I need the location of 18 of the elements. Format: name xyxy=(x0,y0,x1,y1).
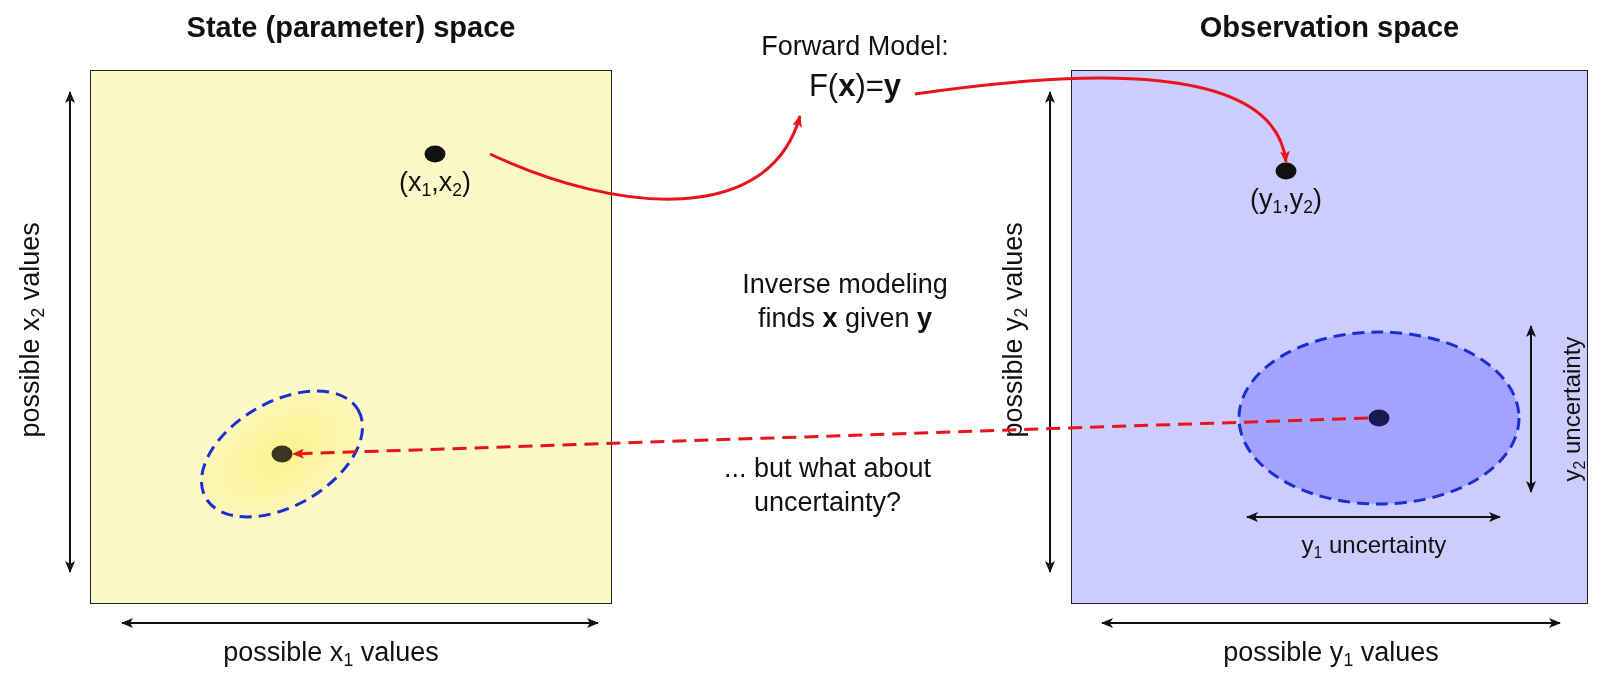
point-label: (x$_{1}$,x$_{2}$) xyxy=(397,167,472,198)
panel-title: Observation space xyxy=(1198,11,1461,44)
model-title: Forward Model: xyxy=(760,30,950,63)
panel-title: State (parameter) space xyxy=(185,11,517,44)
uncertainty-ellipse xyxy=(1236,329,1522,507)
model-equation: F(x)=y xyxy=(807,67,903,105)
uncertainty-ellipse xyxy=(198,389,366,519)
axis-label: possible y$_{1}$ values xyxy=(1222,636,1440,670)
arrow xyxy=(489,115,802,201)
data-point xyxy=(1368,409,1390,427)
axis-label: y$_{1}$ uncertainty xyxy=(1300,530,1448,560)
axis-label: possible x$_{1}$ values xyxy=(222,636,440,670)
point-label: (y$_{1}$,y$_{2}$) xyxy=(1248,184,1323,215)
annotation-text: ... but what about uncertainty? xyxy=(722,452,933,519)
annotation-text: Inverse modeling finds x given y xyxy=(741,268,949,335)
data-point xyxy=(271,445,293,463)
arrow xyxy=(292,416,1369,459)
arrow xyxy=(914,76,1288,163)
